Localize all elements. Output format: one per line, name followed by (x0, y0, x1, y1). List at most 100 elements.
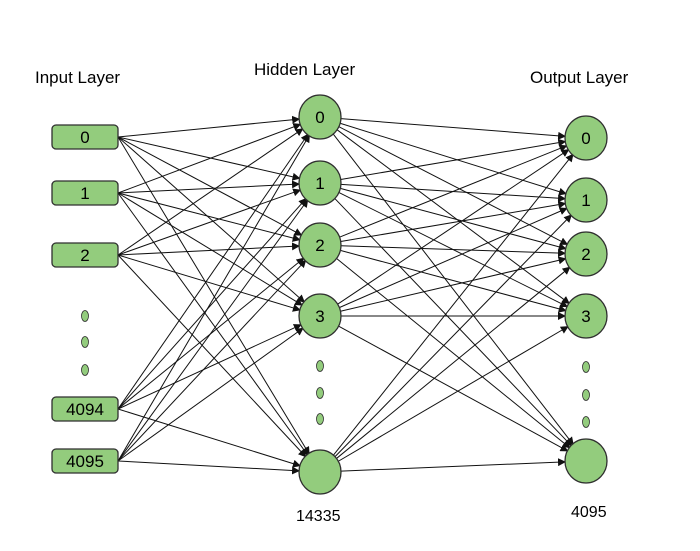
input-node-box (51, 396, 119, 422)
connection-line-hidden-2-output-1 (340, 200, 567, 242)
connection-line-hidden-4-output-3 (337, 326, 569, 462)
hidden-layer-title: Hidden Layer (254, 60, 355, 79)
connection-line-hidden-3-output-4 (338, 325, 569, 452)
output-node: 1 (564, 177, 608, 223)
input-to-hidden-connections (117, 115, 310, 475)
connection-line-input-4-hidden-4 (117, 460, 301, 475)
hidden-node-circle (298, 449, 342, 495)
connection-line-input-2-hidden-4 (117, 254, 307, 458)
output-node-circle (564, 115, 608, 161)
output-layer-nodes: 0 1 2 3 (564, 115, 608, 484)
connection-line-hidden-0-output-3 (336, 129, 570, 305)
input-node: 0 (51, 124, 119, 150)
connection-line-hidden-4-output-4 (340, 458, 567, 472)
hidden-node-circle (298, 160, 342, 206)
connection-line-input-3-hidden-0 (117, 133, 309, 410)
output-node (564, 438, 608, 484)
input-node: 4095 (51, 448, 119, 474)
hidden-layer-nodes: 0 1 2 3 (298, 94, 342, 495)
hidden-node-label: 2 (315, 236, 324, 255)
connection-line-input-4-hidden-0 (117, 134, 310, 462)
hidden-to-output-connections (332, 118, 574, 472)
input-node-label: 4095 (66, 452, 104, 471)
connection-line-hidden-4-output-1 (334, 214, 573, 458)
ellipsis-dot (582, 361, 590, 373)
connection-line-input-1-hidden-4 (117, 192, 309, 456)
hidden-node-circle (298, 293, 342, 339)
connection-line-input-2-hidden-2 (117, 242, 301, 256)
connection-line-hidden-1-output-4 (334, 197, 573, 447)
ellipsis-dots (81, 310, 590, 428)
hidden-node: 0 (298, 94, 342, 140)
output-node: 0 (564, 115, 608, 161)
connection-line-input-4-hidden-1 (117, 199, 309, 462)
connection-line-input-0-hidden-2 (117, 136, 303, 236)
input-node: 2 (51, 242, 119, 268)
connection-line-hidden-4-output-2 (335, 266, 571, 460)
connection-line-hidden-0-output-1 (339, 122, 567, 196)
connection-line-hidden-1-output-0 (340, 138, 567, 180)
connection-line-hidden-2-output-4 (335, 257, 571, 449)
ellipsis-dot (81, 364, 89, 376)
connection-line-hidden-0-output-0 (340, 118, 567, 140)
input-layer-nodes: 0 1 2 4094 4095 (51, 124, 119, 474)
input-node: 4094 (51, 396, 119, 422)
input-node-label: 0 (80, 128, 89, 147)
ellipsis-dot (582, 416, 590, 428)
hidden-node-label: 1 (315, 174, 324, 193)
input-node-box (51, 124, 119, 150)
connection-line-hidden-2-output-0 (339, 144, 568, 238)
input-node-box (51, 180, 119, 206)
connection-line-input-1-hidden-1 (117, 180, 301, 194)
ellipsis-dot (316, 413, 324, 425)
output-layer-title: Output Layer (530, 68, 629, 87)
connection-line-hidden-3-output-1 (339, 207, 568, 309)
hidden-node: 2 (298, 222, 342, 268)
output-node: 2 (564, 231, 608, 277)
connection-line-input-1-hidden-3 (117, 192, 303, 306)
hidden-node-circle (298, 222, 342, 268)
connection-line-hidden-3-output-0 (337, 149, 570, 305)
connection-line-input-4-hidden-2 (117, 259, 307, 462)
connection-line-input-3-hidden-1 (117, 197, 307, 410)
output-node-circle (564, 293, 608, 339)
ellipsis-dot (81, 336, 89, 348)
connection-line-input-2-hidden-3 (117, 254, 301, 312)
ellipsis-dot (81, 310, 89, 322)
input-node: 1 (51, 180, 119, 206)
input-layer-title: Input Layer (35, 68, 120, 87)
connection-line-input-3-hidden-4 (117, 408, 301, 468)
input-node-box (51, 448, 119, 474)
connection-line-input-1-hidden-0 (117, 123, 302, 194)
connection-line-input-0-hidden-3 (117, 136, 306, 303)
input-node-label: 1 (80, 184, 89, 203)
connection-line-hidden-2-output-3 (340, 249, 567, 313)
connection-line-input-4-hidden-3 (117, 327, 304, 462)
input-node-label: 4094 (66, 400, 104, 419)
connection-line-hidden-0-output-4 (332, 133, 574, 446)
hidden-node: 3 (298, 293, 342, 339)
output-last-node-caption: 4095 (571, 504, 607, 521)
hidden-node-circle (298, 94, 342, 140)
output-node-label: 1 (581, 191, 590, 210)
ellipsis-dot (316, 387, 324, 399)
ellipsis-dot (582, 389, 590, 401)
connection-line-hidden-3-output-2 (340, 256, 567, 312)
hidden-last-node-caption: 14335 (296, 508, 341, 525)
output-node-circle (564, 177, 608, 223)
output-node-label: 3 (581, 307, 590, 326)
hidden-node-label: 3 (315, 307, 324, 326)
connection-line-hidden-4-output-0 (332, 153, 574, 456)
output-node-circle (564, 438, 608, 484)
connection-line-input-2-hidden-1 (117, 188, 302, 256)
output-node: 3 (564, 293, 608, 339)
ellipsis-dot (316, 360, 324, 372)
input-node-box (51, 242, 119, 268)
connection-line-input-2-hidden-0 (117, 128, 304, 256)
connection-line-input-0-hidden-4 (117, 136, 310, 455)
output-node-label: 2 (581, 245, 590, 264)
connection-line-input-0-hidden-1 (117, 136, 301, 181)
output-node-circle (564, 231, 608, 277)
